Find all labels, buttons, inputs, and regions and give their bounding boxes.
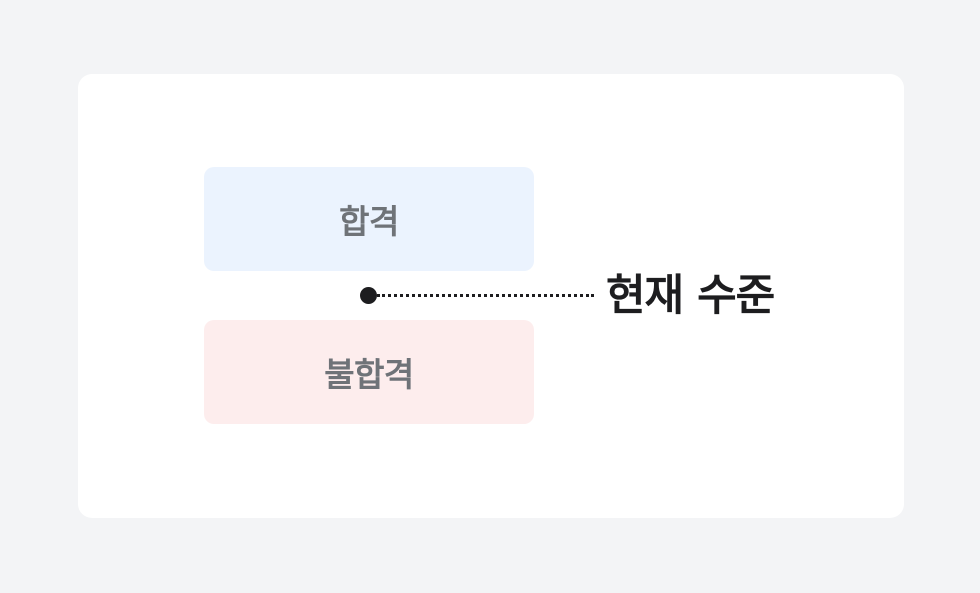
- current-level-label: 현재 수준: [606, 271, 775, 321]
- fail-zone-label: 불합격: [324, 355, 414, 394]
- pass-zone: 합격: [204, 167, 534, 271]
- current-level-leader-line: [377, 294, 594, 297]
- pass-zone-label: 합격: [339, 202, 399, 241]
- fail-zone: 불합격: [204, 320, 534, 424]
- current-level-marker-dot: [360, 287, 377, 304]
